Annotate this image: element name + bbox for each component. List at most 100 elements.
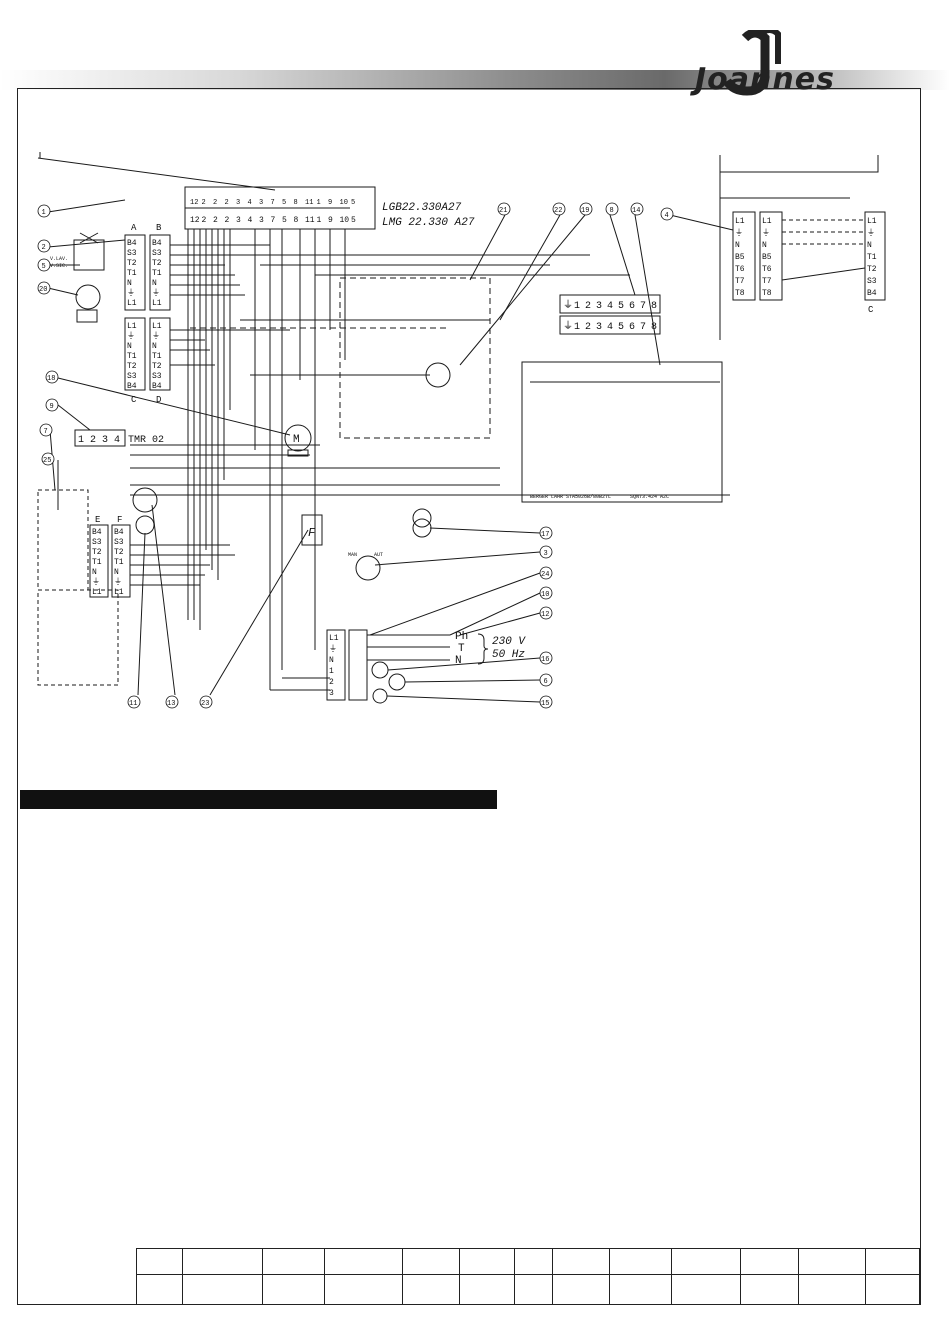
main-terminal-pin: 1 xyxy=(329,667,334,676)
right-plug-c-pin: T1 xyxy=(867,253,877,262)
callout-circle xyxy=(539,651,553,665)
plug-b-pin: T1 xyxy=(152,269,162,278)
plug-d-pin: ⏚ xyxy=(152,331,160,341)
plug-e-pin: L1 xyxy=(92,588,102,597)
plug-f-pin: N xyxy=(114,568,119,577)
tmr-terminal: 4 xyxy=(114,435,120,446)
plug-a-title: A xyxy=(131,223,137,233)
callout-circle xyxy=(37,204,51,218)
callout-number: 4 xyxy=(665,212,669,220)
callout-number: 15 xyxy=(541,700,549,708)
callout-circle xyxy=(539,586,553,600)
top-circle-label: 5 xyxy=(282,199,286,207)
terminal-strip-top-pin: 5 xyxy=(618,301,624,312)
top-terminal: 3 xyxy=(236,216,241,225)
callout-number: 19 xyxy=(581,207,589,215)
callout-number: 1 xyxy=(42,209,46,217)
callout-circle xyxy=(37,281,51,295)
callout-circle xyxy=(497,202,511,216)
right-plug-mid-pin: N xyxy=(762,241,767,250)
right-plug-left-pin: N xyxy=(735,241,740,250)
plug-b-title: B xyxy=(156,223,162,233)
controller-label-2: LMG 22.330 A27 xyxy=(382,217,475,229)
main-terminal-pin: L1 xyxy=(329,634,339,643)
plug-c-pin: T1 xyxy=(127,352,137,361)
callout-circle xyxy=(165,695,179,709)
plug-f-pin: ⏚ xyxy=(114,577,122,587)
right-plug-mid-pin: T6 xyxy=(762,265,772,274)
callout-circle xyxy=(539,545,553,559)
right-plug-mid-pin: T7 xyxy=(762,277,772,286)
callout-number: 17 xyxy=(541,531,549,539)
plug-c-pin: L1 xyxy=(127,322,137,331)
top-terminal: 1 xyxy=(317,216,322,225)
top-circle-label: 3 xyxy=(259,199,263,207)
plug-d-pin: T1 xyxy=(152,352,162,361)
right-plug-mid-pin: B5 xyxy=(762,253,772,262)
callout-number: 21 xyxy=(499,207,507,215)
callout-number: 24 xyxy=(541,571,549,579)
callout-number: 9 xyxy=(50,403,54,411)
callout-number: 25 xyxy=(43,457,51,465)
plug-e-pin: N xyxy=(92,568,97,577)
terminal-strip-top-pin: 6 xyxy=(629,301,635,312)
right-plug-left-pin: T6 xyxy=(735,265,745,274)
plug-d-pin: L1 xyxy=(152,322,162,331)
supply-frequency: 50 Hz xyxy=(492,649,525,661)
callout-number: 2 xyxy=(42,244,46,252)
right-plug-left-pin: L1 xyxy=(735,217,745,226)
table-cell xyxy=(514,1247,554,1276)
callout-circle xyxy=(39,423,53,437)
table-cell xyxy=(552,1274,611,1305)
callout-number: 12 xyxy=(541,611,549,619)
callout-circle xyxy=(37,258,51,272)
filter-label: F xyxy=(308,526,316,540)
plug-c-pin: B4 xyxy=(127,382,137,391)
top-circle-label: 11 xyxy=(305,199,313,207)
top-circle-label: 12 xyxy=(190,199,198,207)
callout-circle xyxy=(199,695,213,709)
plug-e-pin: T1 xyxy=(92,558,102,567)
terminal-strip-top-pin: 4 xyxy=(607,301,613,312)
callout-circle xyxy=(37,239,51,253)
callout-number: 6 xyxy=(544,678,548,686)
callout-circle xyxy=(41,452,55,466)
thermostat-note: BERGER LAHR STA5026B/80B27L xyxy=(530,494,611,500)
top-terminal: 5 xyxy=(282,216,287,225)
plug-a-pin: T1 xyxy=(127,269,137,278)
motor-label: M xyxy=(293,434,300,446)
supply-ph: Ph xyxy=(455,631,468,643)
plug-d-pin: S3 xyxy=(152,372,162,381)
plug-a-pin: B4 xyxy=(127,239,137,248)
top-terminal: 4 xyxy=(248,216,253,225)
top-circle-label: 5 xyxy=(351,199,355,207)
plug-f-title: F xyxy=(117,515,122,525)
table-row xyxy=(136,1274,921,1305)
plug-a-pin: T2 xyxy=(127,259,137,268)
terminal-strip-top-pin: ⏚ xyxy=(563,299,573,312)
callout-circle xyxy=(579,202,593,216)
table-cell xyxy=(609,1274,673,1305)
top-circle-label: 1 xyxy=(317,199,321,207)
terminal-strip-bottom-pin: 3 xyxy=(596,322,602,333)
supply-voltage: 230 V xyxy=(492,636,526,648)
table-cell xyxy=(514,1274,554,1305)
terminal-strip-top-pin: 1 xyxy=(574,301,580,312)
terminal-strip-top-pin: 3 xyxy=(596,301,602,312)
table-cell xyxy=(181,1247,263,1276)
right-plug-mid-pin: L1 xyxy=(762,217,772,226)
right-plug-c-pin: ⏚ xyxy=(867,228,875,238)
top-circle-label: 7 xyxy=(271,199,275,207)
tmr-terminal: 3 xyxy=(102,435,108,446)
right-plug-c-pin: S3 xyxy=(867,277,877,286)
callout-circle xyxy=(605,202,619,216)
top-circle-label: 8 xyxy=(294,199,298,207)
table-cell xyxy=(181,1274,263,1305)
plug-d-pin: B4 xyxy=(152,382,162,391)
callout-circle xyxy=(127,695,141,709)
callout-number: 18 xyxy=(47,375,55,383)
callout-number: 10 xyxy=(541,591,549,599)
motor-tag-aut: AUT xyxy=(374,552,383,558)
callout-circle xyxy=(539,606,553,620)
top-terminal: 8 xyxy=(294,216,299,225)
